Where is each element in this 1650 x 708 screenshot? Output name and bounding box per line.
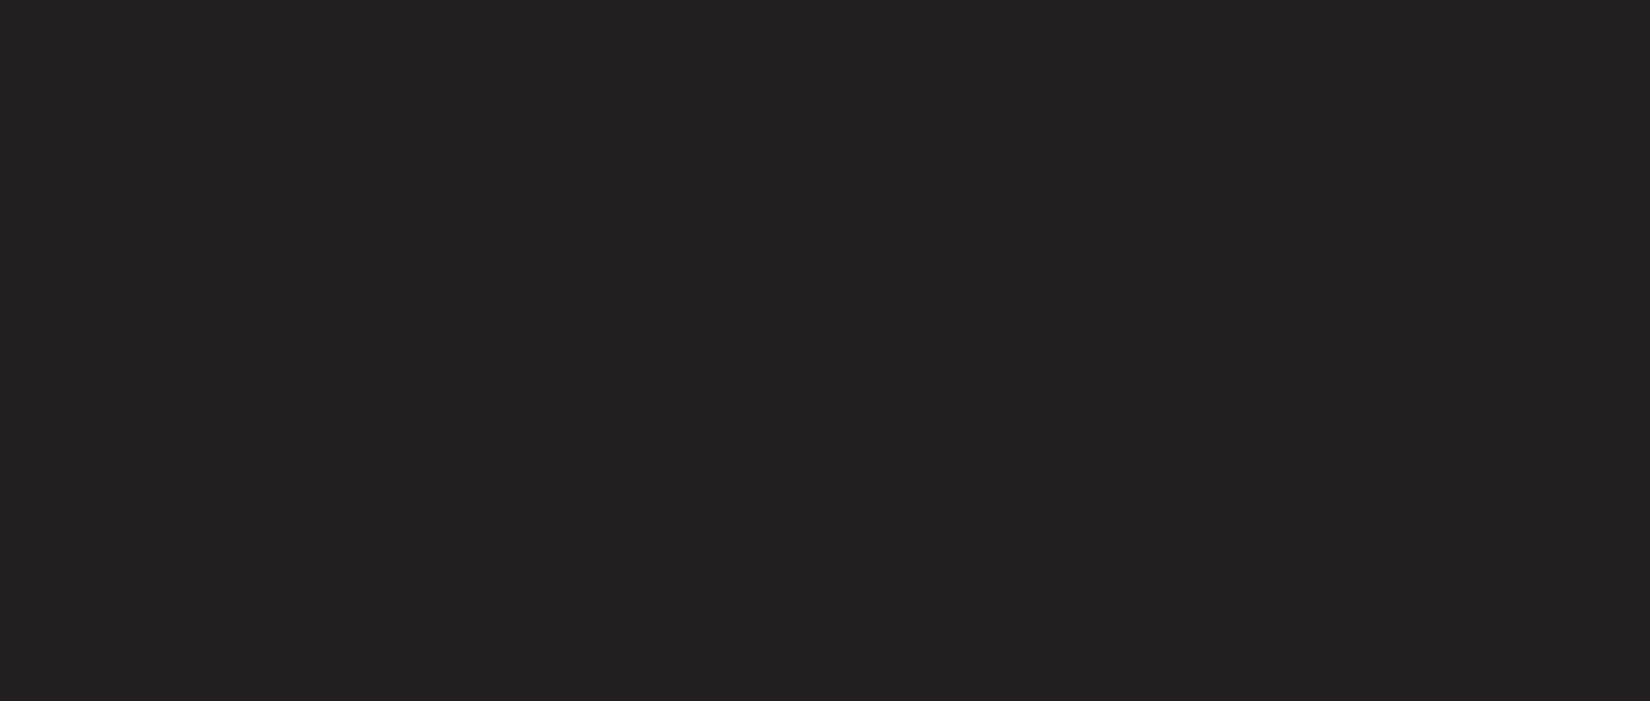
bottom-white-strip <box>0 701 1650 708</box>
